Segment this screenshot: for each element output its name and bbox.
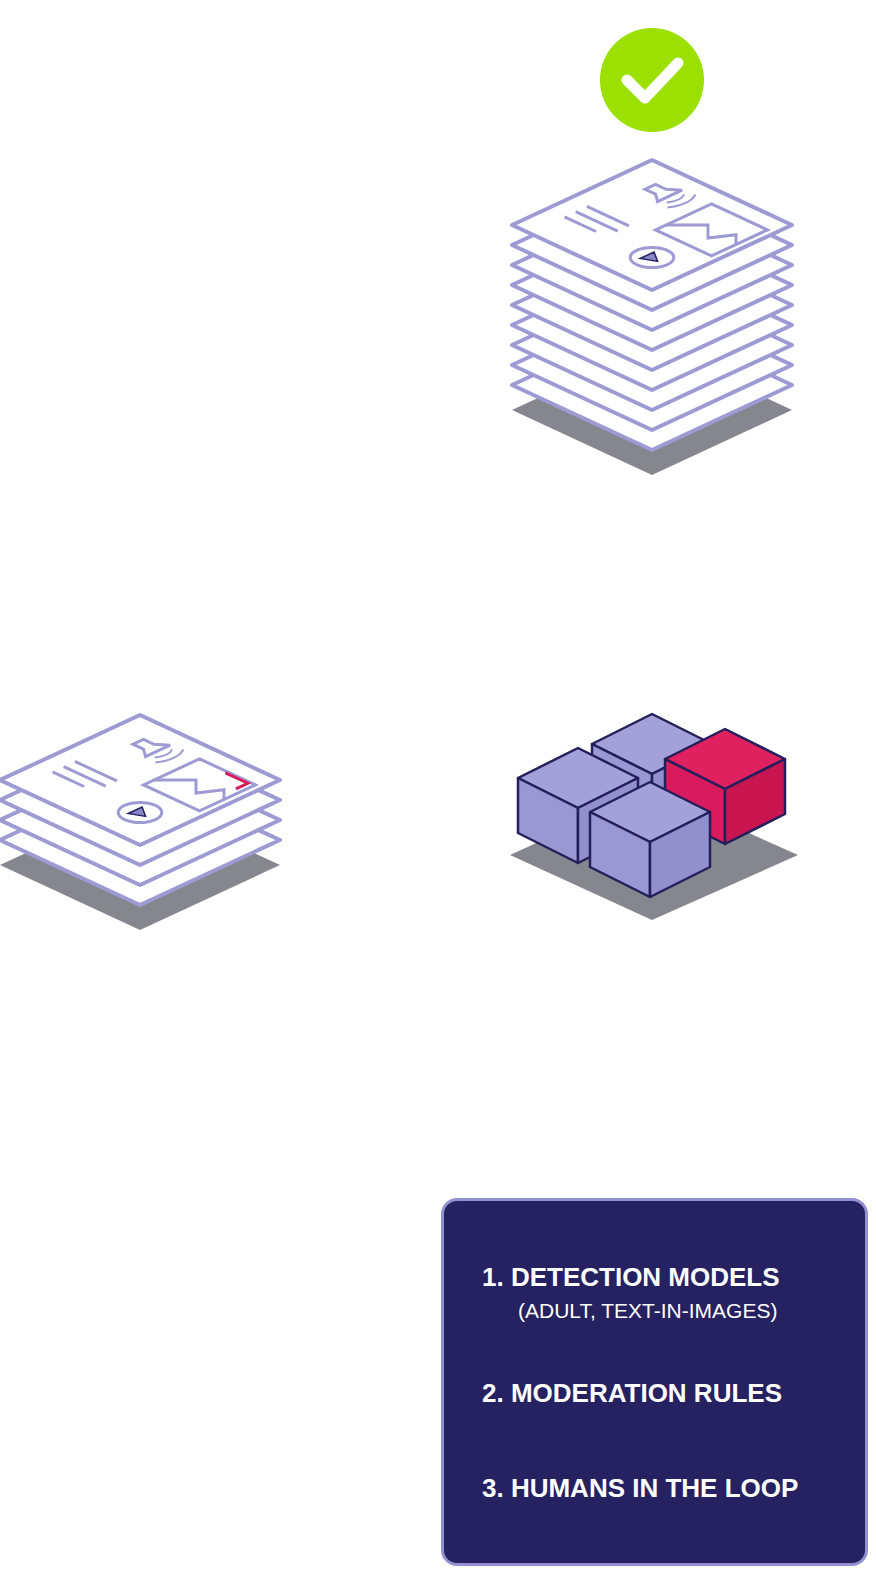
text-line — [587, 206, 629, 226]
content-stack — [0, 715, 280, 930]
image-icon — [656, 204, 768, 256]
list-item: 2. MODERATION RULES — [482, 1379, 862, 1409]
cube — [590, 782, 710, 897]
text-line — [576, 212, 618, 232]
flow-arrow — [649, 570, 661, 665]
content-stack — [512, 160, 792, 475]
process-box: 1. DETECTION MODELS (ADULT, TEXT-IN-IMAGE… — [441, 1198, 868, 1566]
model-cubes — [510, 714, 798, 920]
media-icons — [37, 730, 258, 832]
text-line — [75, 761, 117, 781]
check-mark — [627, 63, 678, 98]
cube-face — [725, 759, 785, 844]
flow-arrow — [649, 1046, 661, 1162]
list-item: 3. HUMANS IN THE LOOP — [482, 1474, 862, 1504]
cube-face — [650, 812, 710, 897]
text-line — [565, 217, 597, 232]
list-item: 1. DETECTION MODELS — [482, 1263, 862, 1293]
stack-layer — [0, 715, 280, 845]
stack-layer — [512, 160, 792, 290]
play-triangle — [128, 807, 154, 819]
cube-face — [590, 812, 650, 897]
media-icons — [549, 175, 770, 277]
sound-waves — [150, 747, 188, 765]
play-triangle — [640, 252, 666, 264]
item-note: (ADULT, TEXT-IN-IMAGES) — [518, 1299, 863, 1323]
speaker-icon — [638, 181, 682, 201]
flow-arrow — [435, 820, 445, 830]
text-line — [53, 772, 85, 787]
flag-mark — [214, 773, 248, 789]
sound-waves — [662, 192, 700, 210]
speaker-icon — [126, 736, 170, 756]
play-button — [109, 798, 171, 827]
play-button — [621, 243, 683, 272]
image-icon — [144, 759, 256, 811]
check-badge — [600, 28, 704, 132]
cube-face — [518, 778, 578, 863]
text-line — [64, 767, 106, 787]
image-mountain — [154, 769, 235, 806]
image-mountain — [666, 214, 747, 251]
flow-arrows — [435, 570, 661, 1162]
